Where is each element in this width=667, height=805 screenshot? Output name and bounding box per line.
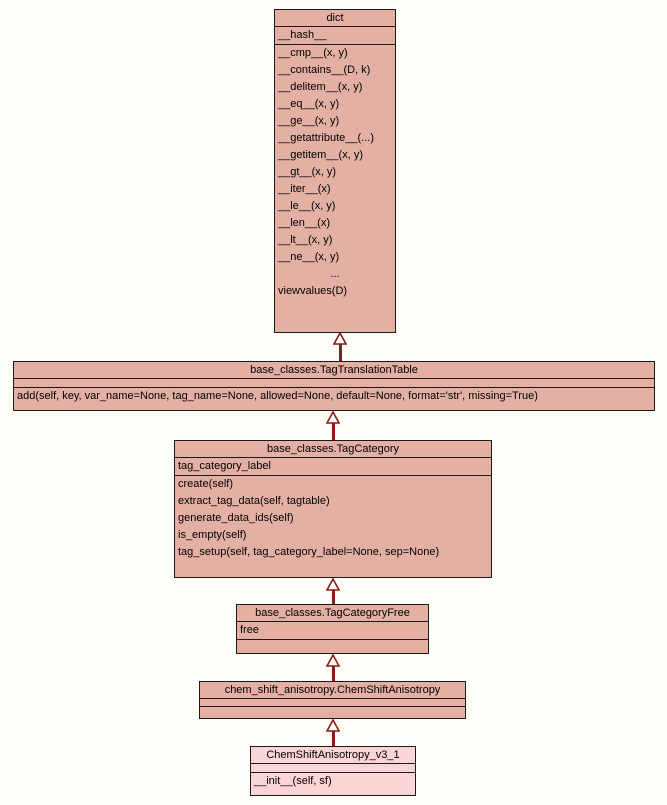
operation-row: __ne__(x, y)	[278, 251, 340, 263]
class-box-tagtranslationtable[interactable]: base_classes.TagTranslationTable add(sel…	[13, 361, 655, 411]
attributes-compartment	[200, 699, 465, 707]
class-name-compartment: base_classes.TagCategoryFree	[237, 605, 428, 622]
operation-row: is_empty(self)	[178, 529, 247, 541]
operation-row: viewvalues(D)	[278, 285, 348, 297]
operation-row: __delitem__(x, y)	[278, 81, 363, 93]
operation-row: generate_data_ids(self)	[178, 512, 294, 524]
attributes-compartment	[14, 379, 654, 388]
operations-compartment: add(self, key, var_name=None, tag_name=N…	[14, 388, 654, 405]
attributes-compartment: __hash__	[275, 27, 395, 45]
class-name-compartment: dict	[275, 10, 395, 27]
operation-row: __eq__(x, y)	[278, 98, 340, 110]
operation-row-ellipsis: ...	[330, 268, 340, 280]
operation-row: tag_setup(self, tag_category_label=None,…	[178, 546, 440, 558]
operation-row: __len__(x)	[278, 217, 330, 229]
edge-line	[339, 342, 342, 362]
operations-compartment	[237, 640, 428, 648]
attributes-compartment: free	[237, 622, 428, 640]
class-name-compartment: base_classes.TagCategory	[175, 441, 491, 458]
operation-row: add(self, key, var_name=None, tag_name=N…	[17, 390, 538, 402]
class-name-compartment: base_classes.TagTranslationTable	[14, 362, 654, 379]
operation-row: __lt__(x, y)	[278, 234, 333, 246]
operation-row: __cmp__(x, y)	[278, 47, 348, 59]
class-name-compartment: chem_shift_anisotropy.ChemShiftAnisotrop…	[200, 682, 465, 699]
attributes-compartment: tag_category_label	[175, 458, 491, 476]
operation-row: create(self)	[178, 478, 234, 490]
edge-line	[332, 664, 335, 682]
operation-row: __getattribute__(...)	[278, 132, 375, 144]
edge-chemshiftanisotropyv31-to-chemshiftanisotropy	[326, 719, 340, 747]
edge-chemshiftanisotropy-to-tagcategoryfree	[326, 654, 340, 682]
class-box-chemshiftanisotropy-v3-1[interactable]: ChemShiftAnisotropy_v3_1 __init__(self, …	[250, 746, 416, 796]
class-box-tagcategory[interactable]: base_classes.TagCategory tag_category_la…	[174, 440, 492, 578]
operations-compartment: __cmp__(x, y) __contains__(D, k) __delit…	[275, 45, 395, 300]
attributes-compartment	[251, 764, 415, 773]
operation-row: __le__(x, y)	[278, 200, 336, 212]
operations-compartment: create(self) extract_tag_data(self, tagt…	[175, 476, 491, 561]
operations-compartment: __init__(self, sf)	[251, 773, 415, 790]
attribute-row: __hash__	[278, 29, 327, 41]
edge-tagcategory-to-tagtranslationtable	[326, 411, 340, 441]
class-name: base_classes.TagCategory	[266, 443, 400, 455]
edge-line	[332, 729, 335, 747]
class-name: base_classes.TagTranslationTable	[250, 364, 418, 376]
edge-tagcategoryfree-to-tagcategory	[326, 578, 340, 607]
operation-row: __init__(self, sf)	[254, 775, 332, 787]
class-box-dict[interactable]: dict __hash__ __cmp__(x, y) __contains__…	[274, 9, 396, 333]
class-name: chem_shift_anisotropy.ChemShiftAnisotrop…	[224, 684, 441, 696]
edge-tagtranslationtable-to-dict	[333, 332, 347, 362]
class-box-tagcategoryfree[interactable]: base_classes.TagCategoryFree free	[236, 604, 429, 654]
operation-row: __contains__(D, k)	[278, 64, 371, 76]
class-name-compartment: ChemShiftAnisotropy_v3_1	[251, 747, 415, 764]
operation-row: __gt__(x, y)	[278, 166, 337, 178]
class-name: dict	[326, 12, 344, 24]
attribute-row: free	[240, 624, 259, 636]
class-name: ChemShiftAnisotropy_v3_1	[266, 749, 400, 761]
operations-compartment	[200, 707, 465, 715]
operation-row: __iter__(x)	[278, 183, 331, 195]
class-box-chemshiftanisotropy[interactable]: chem_shift_anisotropy.ChemShiftAnisotrop…	[199, 681, 466, 719]
edge-line	[332, 421, 335, 441]
operation-row: extract_tag_data(self, tagtable)	[178, 495, 330, 507]
operation-row: __getitem__(x, y)	[278, 149, 363, 161]
operation-row: __ge__(x, y)	[278, 115, 340, 127]
attribute-row: tag_category_label	[178, 460, 271, 472]
class-name: base_classes.TagCategoryFree	[255, 607, 410, 619]
edge-line	[332, 588, 335, 607]
